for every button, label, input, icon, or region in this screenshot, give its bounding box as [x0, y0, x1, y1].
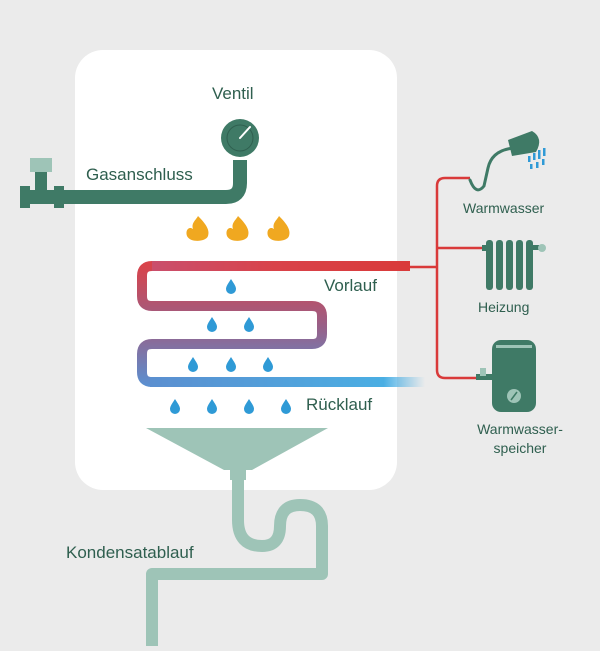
shower-hose — [468, 146, 516, 192]
tank-top-band — [496, 345, 532, 348]
shower-spray — [528, 148, 546, 169]
flow-label: Vorlauf — [324, 276, 377, 295]
tank-inlet-pipe — [476, 374, 492, 380]
funnel-neck — [230, 466, 246, 480]
shower-icon — [468, 131, 546, 192]
water-drop-icon — [244, 399, 254, 414]
tank-inlet-tap — [480, 368, 486, 376]
return-label: Rücklauf — [306, 395, 373, 414]
gas-tap-stem — [35, 170, 47, 192]
gas-tap-handle[interactable] — [30, 158, 52, 172]
flame-icon — [226, 216, 249, 241]
radiator-icon — [482, 240, 546, 290]
water-drop-icon — [207, 317, 217, 332]
distribution-branch-storage — [435, 267, 478, 380]
gas-pipe — [62, 160, 247, 204]
gas-inlet-flange — [20, 186, 30, 208]
water-drop-icon — [263, 357, 273, 372]
heating-label: Heizung — [478, 299, 530, 315]
condensate-drain-pipe — [146, 455, 328, 646]
water-drop-icon — [188, 357, 198, 372]
gas-pipe-segment — [28, 190, 54, 204]
storage-label-line2: speicher — [493, 440, 547, 456]
heat-exchanger-coil — [137, 261, 410, 387]
condensate-funnel — [146, 428, 328, 470]
valve-gauge-needle — [239, 126, 251, 139]
hot-water-label: Warmwasser — [463, 200, 545, 216]
storage-tank-icon — [476, 340, 536, 412]
flame-icon — [267, 216, 290, 241]
burner-flames — [186, 216, 290, 241]
tank-gauge-needle — [510, 391, 518, 401]
tank-body — [492, 340, 536, 412]
radiator-fin — [486, 240, 493, 290]
water-drop-icon — [207, 399, 217, 414]
radiator-valve[interactable] — [538, 244, 546, 252]
distribution-branch-hot-water — [435, 176, 470, 267]
water-drop-icon — [226, 279, 236, 294]
valve-label: Ventil — [212, 84, 254, 103]
storage-label-line1: Warmwasser- — [477, 421, 563, 437]
water-drop-icon — [244, 317, 254, 332]
water-drop-icon — [170, 399, 180, 414]
radiator-fin — [516, 240, 523, 290]
radiator-fin — [526, 240, 533, 290]
flame-icon — [186, 216, 209, 241]
shower-head — [508, 131, 540, 156]
radiator-valve-stem — [533, 245, 539, 250]
radiator-fin — [506, 240, 513, 290]
condensate-drain-label: Kondensatablauf — [66, 543, 194, 562]
water-drops — [170, 279, 291, 414]
radiator-fin — [496, 240, 503, 290]
radiator-connector — [482, 245, 490, 251]
distribution-lines — [410, 176, 482, 380]
gas-coupling — [54, 186, 64, 208]
gas-connection-label: Gasanschluss — [86, 165, 193, 184]
water-drop-icon — [281, 399, 291, 414]
water-drop-icon — [226, 357, 236, 372]
